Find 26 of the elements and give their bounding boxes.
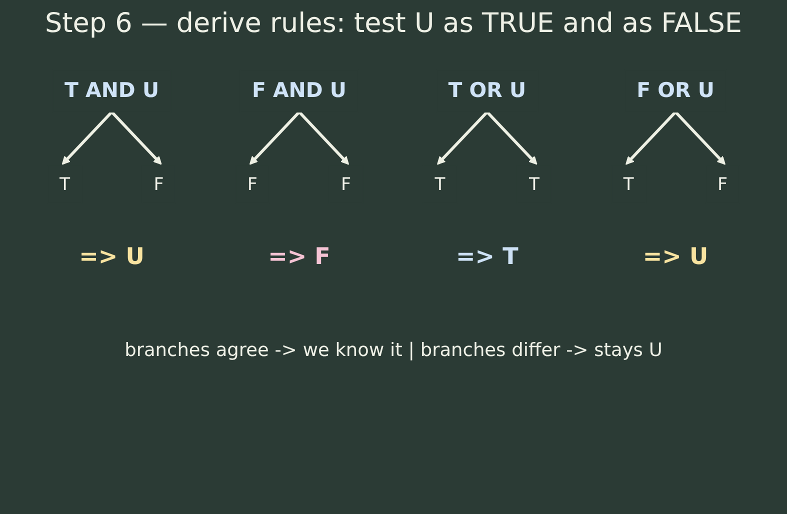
arrow: [625, 111, 677, 165]
arrow: [110, 111, 162, 165]
node-text: F: [247, 174, 258, 195]
arrow: [486, 111, 538, 165]
node-text: F AND U: [252, 78, 347, 102]
result-label: => T: [456, 244, 518, 270]
result-label: => U: [79, 244, 144, 270]
node-text: T: [59, 174, 70, 195]
node-text: T: [434, 174, 446, 195]
diagram-title: Step 6 — derive rules: test U as TRUE and as FALSE: [45, 8, 742, 39]
arrow: [298, 111, 350, 165]
node-text: F: [154, 174, 164, 195]
arrow: [436, 111, 488, 165]
node-text: T: [623, 174, 634, 195]
note-text: branches agree -> we know it | branches differ -> stays U: [124, 340, 662, 361]
arrow: [249, 111, 300, 165]
node-text: T OR U: [448, 78, 526, 102]
node-text: T AND U: [64, 78, 160, 102]
arrow: [62, 111, 113, 165]
result-label: => U: [642, 244, 708, 270]
node-text: F OR U: [636, 78, 714, 102]
arrow: [674, 111, 726, 165]
node-text: F: [717, 174, 728, 195]
result-label: => F: [268, 244, 330, 270]
node-text: F: [341, 174, 352, 195]
node-text: T: [528, 174, 540, 195]
